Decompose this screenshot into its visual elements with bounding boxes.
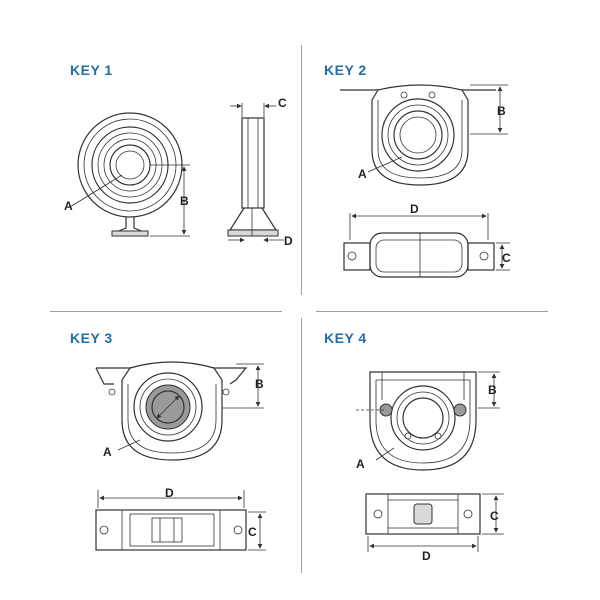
key-4-title: KEY 4 — [324, 330, 367, 346]
key-2-label-d: D — [410, 202, 419, 216]
key-2-bottom-view — [343, 213, 510, 278]
key-3-front-view — [95, 361, 264, 461]
key-1-label-a: A — [64, 199, 73, 213]
key-4-front-view — [356, 371, 500, 471]
key-4-label-a: A — [356, 457, 365, 471]
key-3-label-d: D — [165, 486, 174, 500]
key-1-front-view — [69, 112, 190, 237]
key-1-label-b: B — [180, 194, 189, 208]
key-3-title: KEY 3 — [70, 330, 113, 346]
key-1-label-d: D — [284, 234, 293, 248]
key-4-bottom-view — [365, 493, 504, 552]
key-4-label-d: D — [422, 549, 431, 563]
key-2-label-c: C — [502, 251, 511, 265]
key-1-label-c: C — [278, 96, 287, 110]
key-3-label-a: A — [103, 445, 112, 459]
vertical-divider-bottom — [301, 318, 302, 573]
key-2-label-b: B — [497, 104, 506, 118]
key-2-title: KEY 2 — [324, 62, 367, 78]
key-4-label-b: B — [488, 383, 497, 397]
key-3-bottom-view — [95, 490, 266, 551]
vertical-divider-top — [301, 45, 302, 295]
key-1-side-view — [227, 103, 284, 243]
key-2-label-a: A — [358, 167, 367, 181]
key-2-front-view — [340, 84, 508, 186]
key-4-label-c: C — [490, 509, 499, 523]
key-3-label-c: C — [248, 525, 257, 539]
horizontal-divider-left — [50, 311, 282, 312]
horizontal-divider-right — [316, 311, 548, 312]
key-1-title: KEY 1 — [70, 62, 113, 78]
key-3-label-b: B — [255, 377, 264, 391]
